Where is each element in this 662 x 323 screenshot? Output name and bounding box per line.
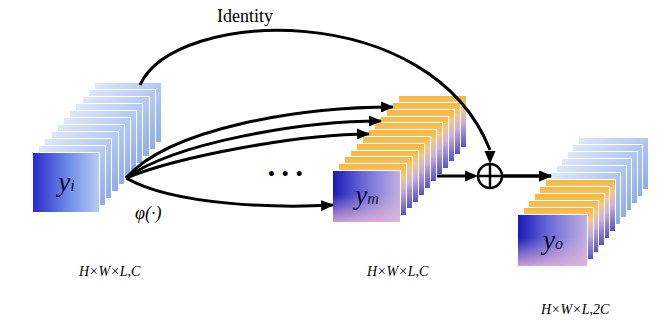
feature-map-layer [381,116,449,168]
feature-map-layer [363,136,431,188]
feature-map-layer [45,138,112,198]
feature-map-layer [375,122,443,174]
feature-map-layer [76,103,143,163]
feature-map-layer [83,96,150,156]
arrow-head [465,171,478,182]
feature-map-layer [95,82,162,142]
tensor-label: ym [355,180,379,211]
feature-map-layer [551,172,621,224]
feature-stack: yi [33,82,162,212]
feature-map-layer [546,179,616,231]
dimension-label: H×W×L,2C [541,302,609,318]
feature-map-layer [529,200,599,252]
feature-map-layer [89,89,156,149]
feature-map-layer [557,165,627,217]
dimension-label: H×W×L,C [367,264,428,280]
feature-map-layer [387,109,455,161]
feature-stack: yo [518,137,649,266]
edge-label: Identity [217,6,273,27]
feature-map-layer [70,110,137,170]
label-holder: yo [518,214,588,266]
dimension-label: H×W×L,C [79,264,140,280]
feature-map-layer [39,145,106,205]
feature-map-layer [64,117,131,177]
ellipsis-dots: • • • [267,166,304,182]
feature-map-layer [562,158,632,210]
feature-stack: ym [333,95,467,222]
edge-label: φ(·) [135,203,161,224]
label-holder: ym [333,170,401,222]
tensor-label: yo [543,225,563,256]
feature-map-layer [573,144,643,196]
feature-map-layer [568,151,638,203]
arrow-connector [140,30,551,176]
sum-symbol [478,164,502,188]
arrow-connector [437,174,551,177]
feature-map-layer [345,156,413,208]
label-holder: yi [33,152,100,212]
feature-map-layer [369,129,437,181]
feature-map-layer [393,102,461,154]
feature-map-layer [399,95,467,147]
feature-map-layer [579,137,649,189]
arrow-connector [126,178,333,206]
arrow-head [485,151,496,164]
tensor-label: yi [58,167,74,198]
